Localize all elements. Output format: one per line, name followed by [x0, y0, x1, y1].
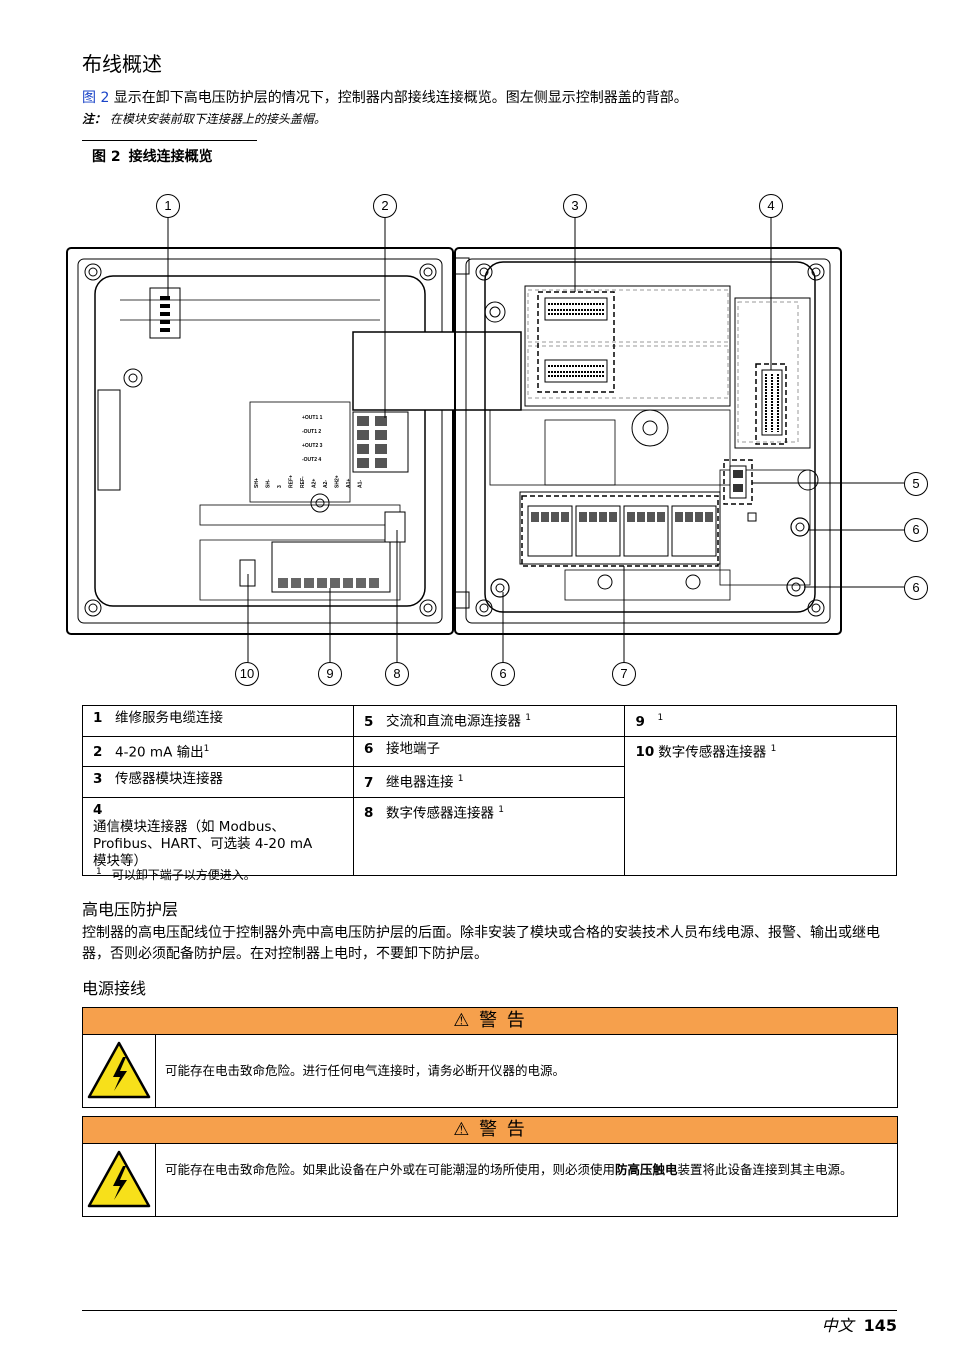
- callout-7: 7: [612, 662, 636, 686]
- out-label-3: +OUT2 3: [302, 443, 323, 449]
- callout-6c: 6: [491, 662, 515, 686]
- terminal-label: SH+: [254, 478, 260, 488]
- terminal-label: A1+: [346, 479, 352, 488]
- callout-1: 1: [156, 194, 180, 218]
- footer: 中文 145: [822, 1312, 897, 1336]
- terminal-label: 3: [277, 485, 283, 488]
- footer-rule: [82, 1310, 897, 1311]
- out-label-2: -OUT1 2: [302, 429, 321, 435]
- figure-caption: 图 2 接线连接概览: [92, 146, 213, 166]
- intro-paragraph: 图 2 显示在卸下高电压防护层的情况下，控制器内部接线连接概览。图左侧显示控制器…: [82, 88, 882, 109]
- page-number: 145: [863, 1316, 897, 1335]
- electric-shock-icon: [83, 1144, 156, 1216]
- section-title-shield: 高电压防护层: [82, 900, 179, 919]
- terminal-label: SH-: [266, 479, 272, 488]
- footnote-text: 可以卸下端子以方便进入。: [111, 868, 256, 882]
- electric-shock-icon: [83, 1035, 156, 1107]
- warning-header: ⚠ 警 告: [83, 1008, 897, 1035]
- legend-item: 4通信模块连接器（如 Modbus、Profibus、HART、可选装 4-20…: [82, 796, 354, 876]
- terminal-label: REF-: [300, 476, 306, 488]
- footnote: 1 可以卸下端子以方便进入。: [96, 866, 256, 883]
- warning-box: ⚠ 警 告 可能存在电击致命危险。如果此设备在户外或在可能潮湿的场所使用，则必须…: [82, 1116, 898, 1217]
- warning-triangle-icon: ⚠: [453, 1119, 472, 1140]
- callout-9: 9: [318, 662, 342, 686]
- page-title: 布线概述: [82, 52, 162, 76]
- cover-back: [66, 247, 522, 635]
- terminal-label: SH2+: [335, 475, 341, 488]
- callout-10: 10: [235, 662, 259, 686]
- warning-box: ⚠ 警 告 可能存在电击致命危险。进行任何电气连接时，请务必断开仪器的电源。: [82, 1007, 898, 1108]
- warning-triangle-icon: ⚠: [453, 1010, 472, 1031]
- out-label-1: +OUT1 1: [302, 415, 323, 421]
- warning-text: 可能存在电击致命危险。进行任何电气连接时，请务必断开仪器的电源。: [165, 1063, 566, 1078]
- intro-text: 显示在卸下高电压防护层的情况下，控制器内部接线连接概览。图左侧显示控制器盖的背部…: [109, 90, 688, 106]
- footer-language: 中文: [821, 1316, 854, 1335]
- figure-number: 图 2: [92, 149, 121, 165]
- note-label: 注：: [82, 112, 107, 126]
- warning-header: ⚠ 警 告: [83, 1117, 897, 1144]
- callout-2: 2: [373, 194, 397, 218]
- section-text-shield: 控制器的高电压配线位于控制器外壳中高电压防护层的后面。除非安装了模块或合格的安装…: [82, 925, 880, 962]
- warning-text: 可能存在电击致命危险。如果此设备在户外或在可能潮湿的场所使用，则必须使用防高压触…: [165, 1162, 853, 1177]
- terminal-label: A1-: [358, 480, 364, 488]
- figure-link[interactable]: 图 2: [82, 90, 110, 106]
- section-title-power: 电源接线: [82, 979, 147, 998]
- callout-4: 4: [759, 194, 783, 218]
- controller-interior: [454, 247, 842, 635]
- note-text: 在模块安装前取下连接器上的接头盖帽。: [109, 112, 326, 126]
- terminal-label: A2+: [312, 479, 318, 488]
- figure-caption-text: 接线连接概览: [128, 149, 213, 165]
- callout-3: 3: [563, 194, 587, 218]
- out-label-4: -OUT2 4: [302, 457, 321, 463]
- wiring-diagram: +OUT1 1 -OUT1 2 +OUT2 3 -OUT2 4 SH+ SH- 3 R…: [66, 217, 904, 662]
- note: 注： 在模块安装前取下连接器上的接头盖帽。: [82, 110, 326, 127]
- terminal-label: A2-: [323, 480, 329, 488]
- callout-6a: 6: [904, 518, 928, 542]
- figure-rule: [82, 140, 257, 141]
- callout-6b: 6: [904, 576, 928, 600]
- callout-5: 5: [904, 472, 928, 496]
- callout-8: 8: [385, 662, 409, 686]
- footnote-mark: 1: [96, 867, 102, 877]
- terminal-label: REF+: [289, 475, 295, 488]
